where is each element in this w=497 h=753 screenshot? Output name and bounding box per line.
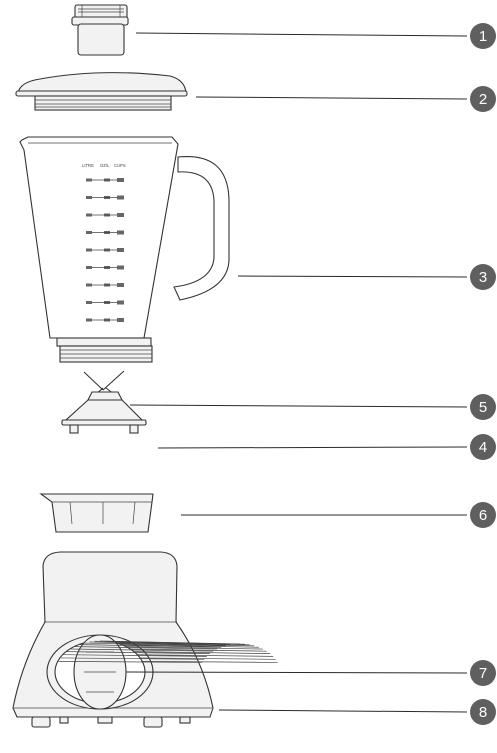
dial-tick xyxy=(74,646,218,650)
callout-2: 2 xyxy=(470,86,496,112)
dial-tick xyxy=(141,661,278,663)
callout-circle xyxy=(470,434,496,460)
callout-number: 5 xyxy=(479,399,487,416)
scale-mark xyxy=(86,248,92,252)
lid xyxy=(15,72,188,111)
scale-label-litre: LITRE xyxy=(82,163,94,168)
blade-assembly xyxy=(83,370,125,401)
leader-line-8 xyxy=(218,709,468,713)
control-dial xyxy=(46,634,278,710)
callout-number: 3 xyxy=(479,269,487,286)
callout-number: 4 xyxy=(479,439,487,456)
scale-mark xyxy=(86,283,92,287)
scale-mark xyxy=(117,283,124,287)
callout-number: 8 xyxy=(479,704,487,721)
dial-tick xyxy=(125,646,263,650)
dial-tick xyxy=(79,644,222,648)
callout-4: 4 xyxy=(470,434,496,460)
scale-mark xyxy=(86,178,92,182)
scale-mark xyxy=(117,213,124,217)
callout-circle xyxy=(470,23,496,49)
callout-number: 2 xyxy=(479,91,487,108)
callout-circle xyxy=(470,264,496,290)
dial-tick xyxy=(89,641,231,646)
dial-tick xyxy=(84,642,226,647)
scale-mark xyxy=(86,266,92,269)
callout-number: 6 xyxy=(479,507,487,524)
scale-mark xyxy=(117,300,124,305)
dial-tick xyxy=(120,644,259,648)
dial-tick xyxy=(58,661,203,663)
scale-mark xyxy=(117,178,124,182)
leader-line-4 xyxy=(157,446,468,449)
blade-base xyxy=(61,399,147,434)
scale-label-ozl: OZ/L xyxy=(100,163,110,168)
dial-tick xyxy=(129,648,267,652)
scale-mark xyxy=(117,265,124,270)
callout-markers: 1 2 3 5 4 6 7 8 xyxy=(470,23,496,725)
dial-tick xyxy=(60,657,205,660)
dial-tick xyxy=(105,640,245,645)
scale-mark xyxy=(117,230,124,235)
leader-line-2 xyxy=(195,96,468,100)
measurement-scale: LITRE OZ/L CUPS xyxy=(82,163,126,322)
callout-circle xyxy=(470,394,496,420)
scale-mark xyxy=(86,231,92,234)
callout-number: 1 xyxy=(479,28,487,45)
dial-tick xyxy=(110,641,250,646)
callout-8: 8 xyxy=(470,699,496,725)
callout-circle xyxy=(470,660,496,686)
dial-tick xyxy=(70,648,214,652)
callout-6: 6 xyxy=(470,502,496,528)
callout-circle xyxy=(470,86,496,112)
dial-tick xyxy=(66,651,210,654)
scale-mark xyxy=(86,213,92,217)
callout-circle xyxy=(470,699,496,725)
jug: LITRE OZ/L CUPS xyxy=(19,136,230,363)
leader-line-3 xyxy=(237,275,468,278)
leader-line-7 xyxy=(125,671,468,674)
dial-tick xyxy=(139,657,276,660)
scale-mark xyxy=(86,196,92,199)
callout-7: 7 xyxy=(470,660,496,686)
callout-1: 1 xyxy=(470,23,496,49)
lid-cap xyxy=(71,4,129,56)
scale-mark xyxy=(86,301,92,304)
scale-mark xyxy=(117,248,124,252)
scale-mark xyxy=(86,318,92,322)
dial-tick xyxy=(115,642,255,647)
dial-tick xyxy=(63,654,207,657)
leader-line-5 xyxy=(129,404,468,408)
callout-number: 7 xyxy=(479,665,487,682)
scale-mark xyxy=(117,195,124,200)
leader-line-1 xyxy=(135,32,468,37)
dial-tick xyxy=(133,651,271,654)
callout-5: 5 xyxy=(470,394,496,420)
callout-circle xyxy=(470,502,496,528)
dial-tick xyxy=(136,654,274,657)
jug-collar xyxy=(39,493,154,533)
callout-3: 3 xyxy=(470,264,496,290)
scale-mark xyxy=(117,318,124,322)
scale-label-cups: CUPS xyxy=(114,163,126,168)
